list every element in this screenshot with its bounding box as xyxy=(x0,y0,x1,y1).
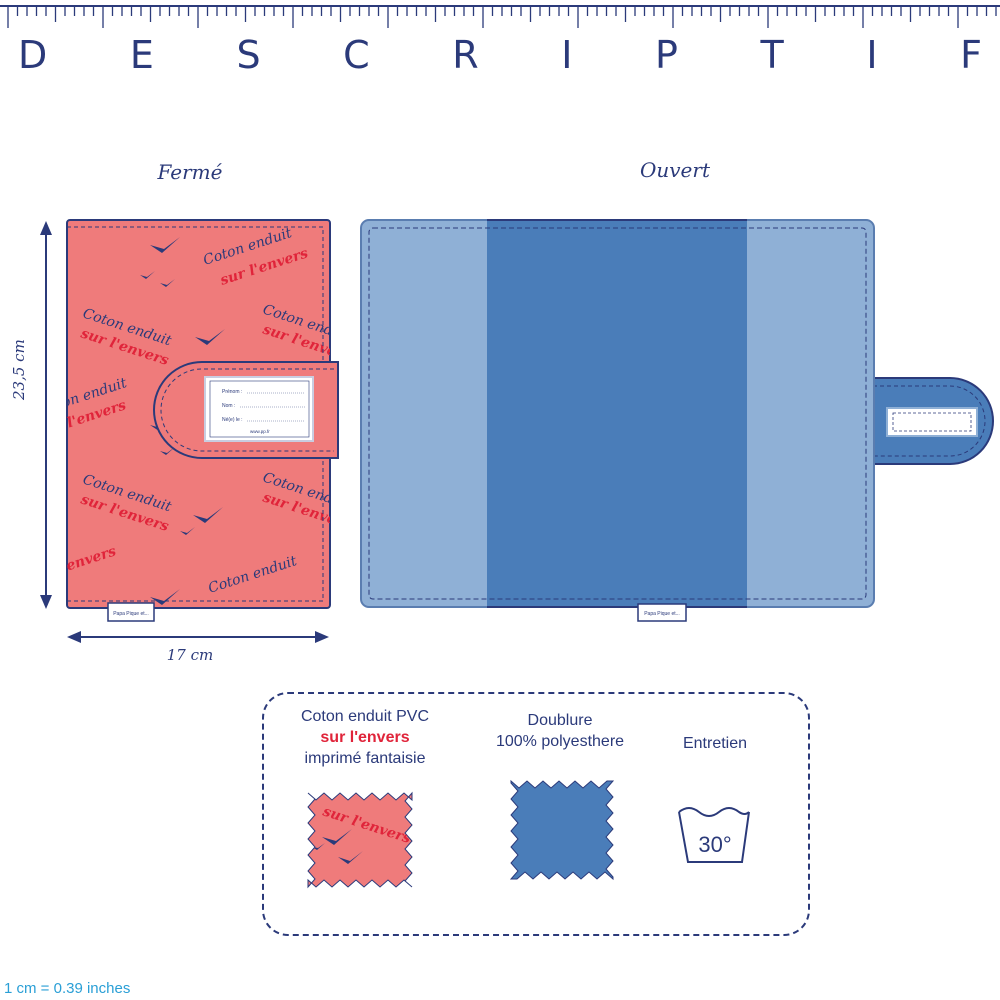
outer-material-description: Coton enduit PVC sur l'envers imprimé fa… xyxy=(270,706,460,769)
label-site: www.pp.fr xyxy=(250,429,270,434)
brand-tag-text: Papa Pique et... xyxy=(113,611,149,617)
title-letter: F xyxy=(960,33,982,77)
name-label-window: Prénom : Nom : Né(e) le : www.pp.fr xyxy=(204,376,314,442)
brand-tag: Papa Pique et... xyxy=(107,602,155,622)
height-arrow xyxy=(40,221,52,609)
width-arrow xyxy=(67,631,329,643)
label-nom: Nom : xyxy=(222,403,235,409)
bird-icon xyxy=(322,829,352,845)
title-letter: C xyxy=(343,33,370,77)
unit-conversion-note: 1 cm = 0.39 inches xyxy=(4,980,131,997)
title-letter: D xyxy=(18,33,48,77)
lining-fabric-swatch xyxy=(509,779,615,881)
open-strap xyxy=(869,377,994,465)
title-letter: R xyxy=(452,33,479,77)
page-title: D E S C R I P T I F xyxy=(0,30,1000,80)
closed-cover-diagram: Coton enduit sur l'envers Coton enduit s… xyxy=(40,219,339,643)
open-stitch-line xyxy=(368,227,867,600)
open-brand-tag-text: Papa Pique et... xyxy=(644,611,680,617)
outer-material-line2: sur l'envers xyxy=(320,729,410,746)
bird-icon xyxy=(338,851,363,864)
ruler-decoration xyxy=(0,5,1000,28)
wash-temperature: 30° xyxy=(698,832,731,857)
outer-fabric-swatch: sur l'envers xyxy=(307,791,413,889)
width-dimension-label: 17 cm xyxy=(166,646,214,664)
title-letter: E xyxy=(129,33,154,77)
title-letter: I xyxy=(561,33,573,77)
open-view-label: Ouvert xyxy=(639,158,710,182)
lining-material-line2: 100% polyesthere xyxy=(495,733,625,750)
title-letter: T xyxy=(760,33,784,77)
label-prenom: Prénom : xyxy=(222,389,242,395)
outer-material-line1: Coton enduit PVC xyxy=(300,708,430,725)
title-letter: I xyxy=(866,33,878,77)
bird-icon xyxy=(312,843,325,850)
lining-material-line1: Doublure xyxy=(527,712,593,729)
care-label: Entretien xyxy=(682,735,748,752)
label-nele: Né(e) le : xyxy=(222,417,243,423)
wash-30-icon: 30° xyxy=(678,807,750,863)
title-letter: S xyxy=(236,33,261,77)
height-dimension-label: 23,5 cm xyxy=(10,339,28,400)
outer-material-line3: imprimé fantaisie xyxy=(304,750,426,767)
lining-material-description: Doublure 100% polyesthere xyxy=(470,710,650,752)
open-brand-tag: Papa Pique et... xyxy=(637,603,687,622)
open-cover-diagram: Papa Pique et... xyxy=(360,219,994,622)
materials-info-box xyxy=(262,692,810,936)
title-letter: P xyxy=(655,33,678,77)
closed-view-label: Fermé xyxy=(157,160,223,184)
open-cover-spine-panel xyxy=(487,220,747,607)
